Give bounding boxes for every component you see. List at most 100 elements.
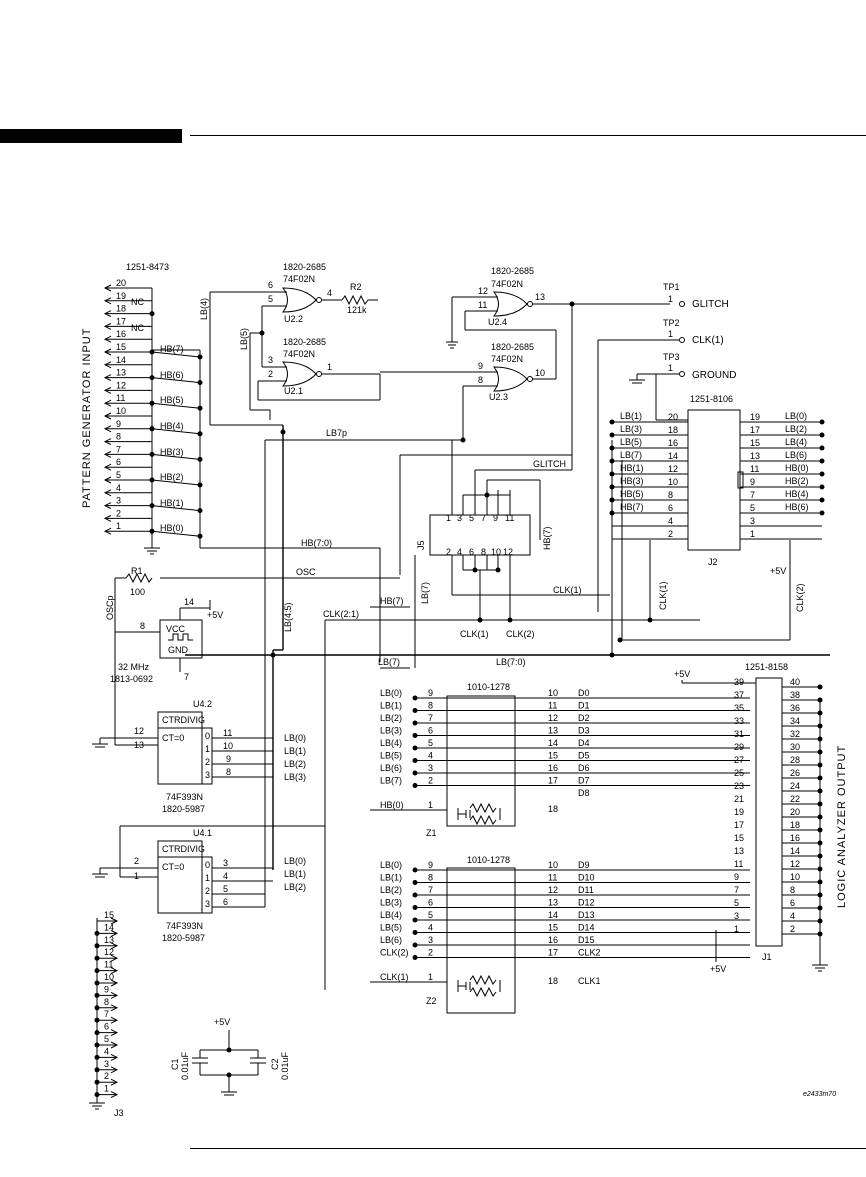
pin-arrow	[103, 476, 112, 484]
c1-ref: C1	[170, 1058, 180, 1070]
u21-pin: 1	[327, 362, 332, 372]
z2-in-pin: 3	[428, 935, 433, 945]
u24-pin: 13	[535, 292, 545, 302]
z1-in-pin: 8	[428, 701, 433, 711]
gate-u23: 1820-2685 74F02N U2.3 9 8 10	[380, 342, 557, 440]
junction-dot	[412, 733, 418, 738]
j3-pin: 3	[104, 1059, 109, 1069]
osc-pin8: 8	[140, 621, 145, 631]
u41-out-label: LB(1)	[284, 869, 306, 879]
z2-in-label: LB(0)	[380, 860, 402, 870]
j3-pin: 14	[104, 922, 114, 932]
j1-left-pin: 13	[734, 846, 744, 856]
junction-dot	[609, 458, 615, 464]
net-hb70: HB(7:0)	[301, 538, 332, 548]
nc-label: NC	[131, 323, 144, 333]
j2-right-label: HB(0)	[785, 463, 809, 473]
net-hb7: HB(7)	[380, 596, 404, 606]
pin-arrow	[103, 412, 112, 420]
hb-label: HB(2)	[160, 472, 184, 482]
junction-dot	[412, 892, 418, 898]
j2-right-label: LB(0)	[785, 411, 807, 421]
j1-right-pin: 24	[790, 781, 800, 791]
tp3-label: GROUND	[692, 370, 736, 381]
j2-left-pin: 2	[668, 529, 673, 539]
junction-dot	[412, 783, 418, 788]
junction-dot	[817, 905, 823, 911]
oscillator: R1 100 OSCp 8 VCC GND 14 +5V 7 32 MHz 18…	[105, 566, 223, 745]
z1-in-label: LB(2)	[380, 713, 402, 723]
nets: LB(4) LB(5) LB7p GLITCH LB(4:5) HB(7:0) …	[160, 292, 830, 990]
pin-number: 2	[116, 508, 121, 518]
j2-left-pin: 12	[668, 464, 678, 474]
u42-bit: 0	[205, 731, 210, 741]
hb-label: HB(3)	[160, 447, 184, 457]
j3-pin: 11	[104, 960, 113, 970]
j2-left-label: LB(7)	[620, 450, 642, 460]
j2-right-pin: 7	[750, 490, 755, 500]
j2-right-label: HB(6)	[785, 502, 809, 512]
j2-right-label: LB(6)	[785, 450, 807, 460]
pin-arrow	[103, 514, 112, 522]
j1-left-pin: 37	[734, 690, 744, 700]
z2-out-pin: 12	[548, 885, 558, 895]
u22-part: 1820-2685	[283, 262, 326, 272]
z2-in-label: LB(6)	[380, 935, 402, 945]
j3-arrow	[110, 954, 119, 962]
net-clk1-v: CLK(1)	[553, 585, 582, 595]
z2-in-pin: 7	[428, 885, 433, 895]
j1-right-pin: 38	[790, 690, 800, 700]
osc-pin7: 7	[184, 672, 189, 682]
junction-dot	[817, 840, 823, 846]
j2-supply: +5V	[770, 566, 786, 576]
z2-extra-out-pin: 18	[548, 976, 558, 986]
j2-right-pin: 3	[750, 516, 755, 526]
tp2-pin: 1	[668, 329, 673, 339]
j3-arrow	[110, 1091, 119, 1099]
j1-right-pin: 14	[790, 846, 800, 856]
junction-dot	[817, 853, 823, 859]
j5-pin: 2	[446, 547, 451, 557]
counter-u41: U4.1 CTRDIVIG CT=0 2 1 0 1 2 3 3 4 5 6 L…	[92, 825, 325, 943]
u42-bit: 3	[205, 770, 210, 780]
pin-arrow	[103, 348, 112, 356]
junction-dot	[412, 942, 418, 948]
j2-left-pin: 14	[668, 451, 678, 461]
net-lb7b: LB(7)	[378, 657, 400, 667]
pin-arrow	[103, 527, 112, 535]
pin-arrow	[103, 361, 112, 369]
net-lb4: LB(4)	[199, 298, 209, 320]
junction-dot	[412, 917, 418, 923]
j1-left-pin: 29	[734, 742, 744, 752]
z1-in-label: LB(3)	[380, 726, 402, 736]
j2-part: 1251-8106	[690, 394, 733, 404]
z2-out-label: D14	[578, 923, 595, 933]
j1-left-pin: 9	[734, 872, 739, 882]
testpoints: TP1 1 GLITCH TP2 1 CLK(1) TP3 1 GROUND	[597, 282, 736, 612]
u21-pin: 3	[268, 355, 273, 365]
pin-number: 15	[116, 342, 126, 352]
u22-pin: 5	[268, 294, 273, 304]
z2-out-label: D11	[578, 885, 594, 895]
u21-ref: U2.1	[284, 386, 303, 396]
left-connector-title: PATTERN GENERATOR INPUT	[81, 328, 93, 508]
pin-arrow	[103, 438, 112, 446]
j3-arrow	[110, 1016, 119, 1024]
u22-pin: 6	[268, 280, 273, 290]
u41-in-pin: 2	[134, 856, 139, 866]
z2-in-label: CLK(2)	[380, 948, 409, 958]
pin-number: 16	[116, 329, 126, 339]
j1-right-pin: 4	[790, 911, 795, 921]
pin-number: 14	[116, 355, 126, 365]
junction-dot	[94, 1030, 100, 1036]
junction-dot	[609, 510, 615, 516]
j3-pin: 12	[104, 947, 114, 957]
z1-in-pin: 5	[428, 738, 433, 748]
junction-dot	[94, 1067, 100, 1073]
z1-in-label: LB(1)	[380, 701, 402, 711]
z1-ref: Z1	[426, 828, 437, 838]
junction-dot	[819, 445, 825, 451]
z1-in-label: LB(0)	[380, 688, 402, 698]
u41-ref: U4.1	[193, 828, 212, 838]
